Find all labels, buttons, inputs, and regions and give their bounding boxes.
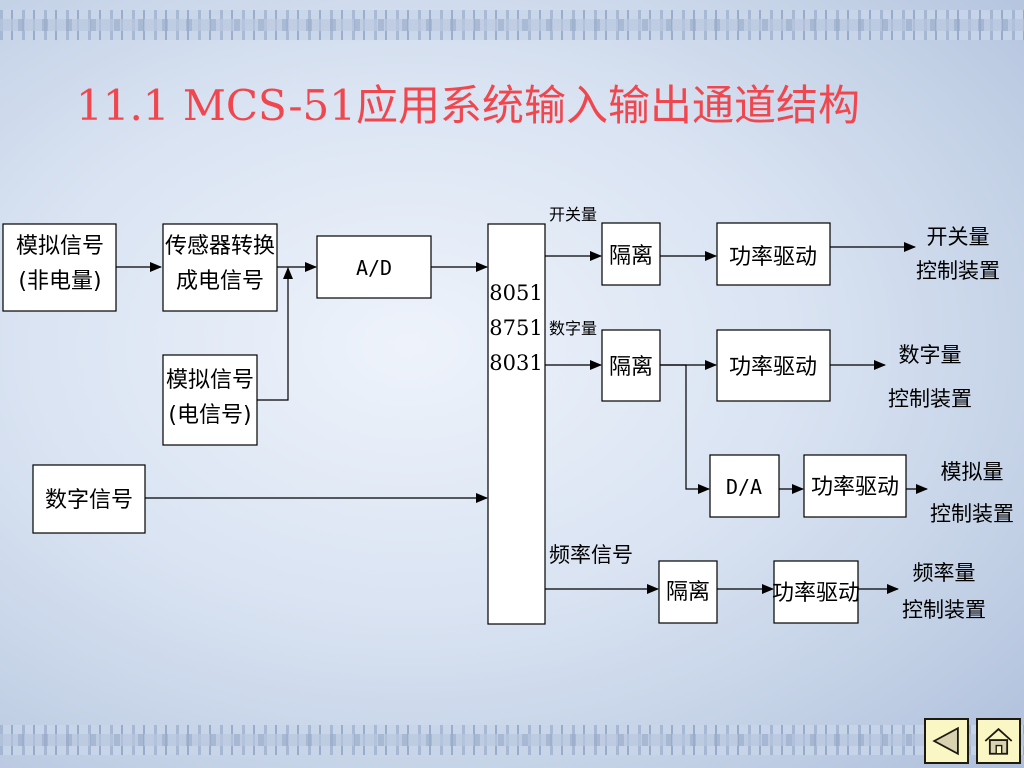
isolation-box-frequency xyxy=(658,560,718,624)
power-drive-box-frequency xyxy=(773,560,859,624)
channel-label-digital: 数字量 xyxy=(549,319,597,338)
ad-box xyxy=(316,235,432,299)
connector-lines xyxy=(116,242,928,594)
isolation-label-digital: 隔离 xyxy=(609,355,653,380)
da-box xyxy=(709,454,780,518)
mcu-label-8751: 8751 xyxy=(489,316,542,340)
analog-elec-label-line1: 模拟信号 xyxy=(166,368,254,393)
output-labels: 开关量 控制装置 数字量 控制装置 模拟量 控制装置 频率量 控制装置 xyxy=(888,225,1014,622)
decorative-border-bottom xyxy=(0,725,1024,755)
power-drive-label-analog: 功率驱动 xyxy=(811,475,899,500)
power-drive-box-switch xyxy=(716,222,831,286)
arrow-analog-elec-to-ad xyxy=(257,267,293,401)
isolation-box-switch xyxy=(601,222,661,286)
output-digital-line1: 数字量 xyxy=(899,343,962,367)
triangle-left-icon xyxy=(932,726,959,756)
output-digital-line2: 控制装置 xyxy=(888,387,972,411)
power-drive-box-analog xyxy=(803,454,907,518)
mcu-label-8051: 8051 xyxy=(489,281,542,305)
output-switch-line1: 开关量 xyxy=(927,225,990,249)
arrow-isolation-to-da xyxy=(660,364,710,494)
analog-nonelec-box xyxy=(2,223,117,312)
decorative-border-top xyxy=(0,10,1024,40)
output-frequency-line2: 控制装置 xyxy=(902,598,986,622)
power-drive-label-switch: 功率驱动 xyxy=(729,245,817,270)
mcu-label-8031: 8031 xyxy=(489,351,542,375)
output-analog-line2: 控制装置 xyxy=(930,502,1014,526)
sensor-box xyxy=(162,223,278,312)
power-drive-label-digital: 功率驱动 xyxy=(729,355,817,380)
isolation-label-frequency: 隔离 xyxy=(666,580,710,605)
power-drive-label-frequency: 功率驱动 xyxy=(772,581,860,606)
isolation-box-digital xyxy=(601,329,661,402)
analog-nonelec-label-line1: 模拟信号 xyxy=(16,234,104,259)
sensor-label-line2: 成电信号 xyxy=(176,269,264,294)
digital-signal-box xyxy=(32,464,146,534)
digital-signal-label: 数字信号 xyxy=(45,488,133,513)
output-analog-line1: 模拟量 xyxy=(941,460,1004,484)
house-icon xyxy=(984,727,1013,755)
sensor-label-line1: 传感器转换 xyxy=(165,234,275,259)
back-button[interactable] xyxy=(924,718,969,764)
analog-elec-box xyxy=(162,354,258,446)
output-frequency-line1: 频率量 xyxy=(913,561,976,585)
analog-nonelec-label-line2: (非电量) xyxy=(18,269,101,294)
mcu-box xyxy=(487,223,546,625)
block-labels: 模拟信号 (非电量) 传感器转换 成电信号 A/D 模拟信号 (电信号) 数字信… xyxy=(16,234,899,606)
isolation-label-switch: 隔离 xyxy=(609,244,653,269)
block-boxes xyxy=(2,222,907,625)
home-button[interactable] xyxy=(976,718,1021,764)
channel-label-frequency: 频率信号 xyxy=(549,543,633,567)
da-label: D/A xyxy=(726,475,762,499)
ad-label: A/D xyxy=(356,256,392,280)
slide-title: 11.1 MCS-51应用系统输入输出通道结构 xyxy=(76,81,860,130)
channel-label-switch: 开关量 xyxy=(549,205,597,224)
analog-elec-label-line2: (电信号) xyxy=(168,403,251,428)
power-drive-box-digital xyxy=(716,329,831,402)
output-switch-line2: 控制装置 xyxy=(916,259,1000,283)
channel-labels: 开关量 数字量 频率信号 xyxy=(549,205,633,567)
